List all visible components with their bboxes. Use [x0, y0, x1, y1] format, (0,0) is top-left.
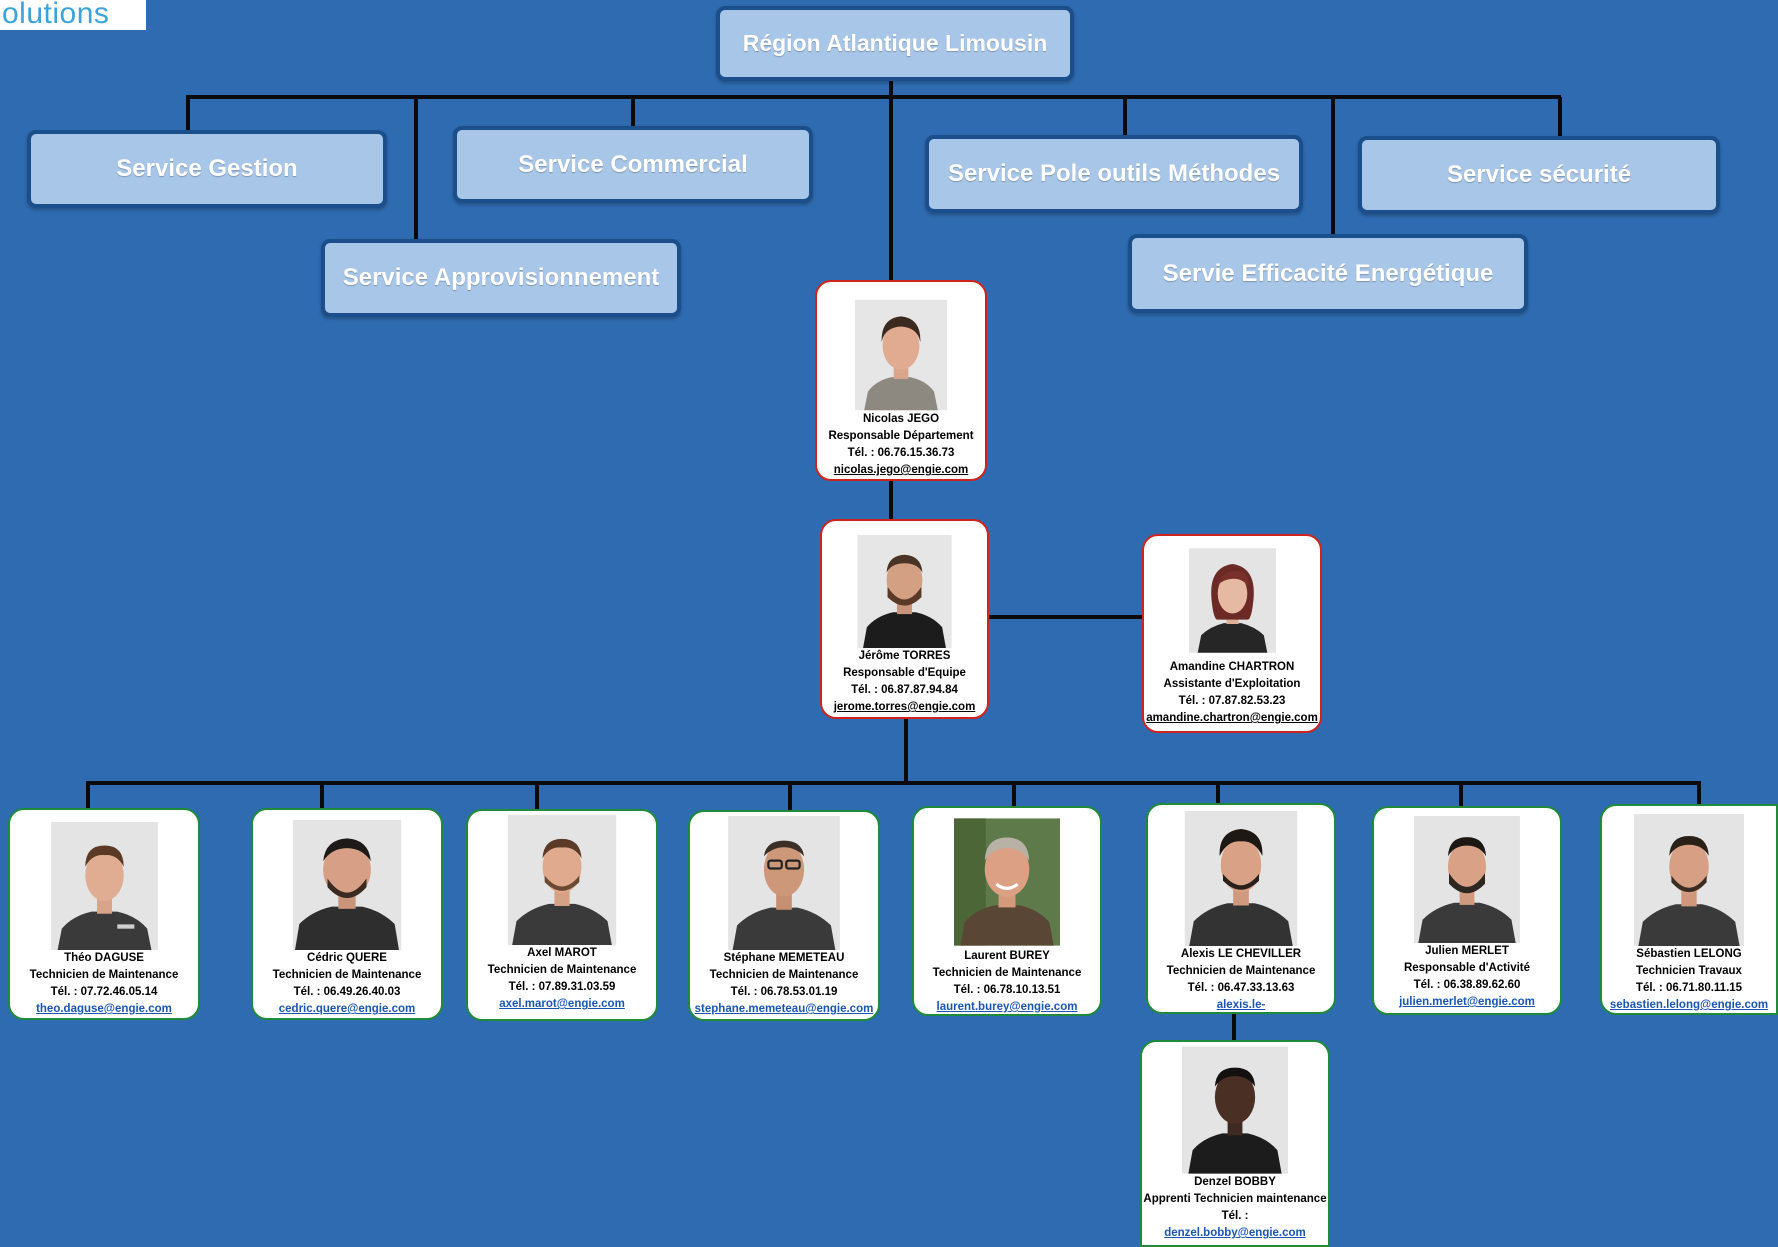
person-name: Amandine CHARTRON	[1169, 661, 1295, 673]
person-card-burey: Laurent BUREY Technicien de Maintenance …	[912, 806, 1102, 1016]
service-commercial-box: Service Commercial	[453, 126, 813, 203]
service-efficacite-box: Servie Efficacité Energétique	[1128, 234, 1528, 313]
portrait-photo	[507, 815, 617, 945]
person-email-link[interactable]: denzel.bobby@engie.com	[1164, 1227, 1306, 1239]
person-name: Axel MAROT	[527, 947, 597, 959]
service-pole-label: Service Pole outils Méthodes	[947, 160, 1281, 187]
person-phone: Tél. : 06.78.10.13.51	[953, 984, 1061, 996]
person-email-link[interactable]: julien.merlet@engie.com	[1399, 996, 1535, 1008]
person-email-link[interactable]: nicolas.jego@engie.com	[833, 464, 969, 476]
person-phone: Tél. :	[1221, 1210, 1249, 1222]
portrait-photo	[292, 820, 402, 950]
person-name: Théo DAGUSE	[64, 952, 144, 964]
region-box: Région Atlantique Limousin	[716, 6, 1074, 81]
person-card-chartron: Amandine CHARTRON Assistante d'Exploitat…	[1142, 534, 1322, 733]
person-card-memeteau: Stéphane MEMETEAU Technicien de Maintena…	[688, 810, 880, 1021]
person-phone: Tél. : 06.76.15.36.73	[847, 447, 955, 459]
person-phone: Tél. : 06.38.89.62.60	[1413, 979, 1521, 991]
person-email-link[interactable]: sebastien.lelong@engie.com	[1609, 999, 1769, 1011]
person-card-lelong: Sébastien LELONG Technicien Travaux Tél.…	[1600, 804, 1778, 1015]
service-efficacite-label: Servie Efficacité Energétique	[1162, 259, 1494, 287]
person-role: Responsable Département	[828, 430, 974, 442]
person-phone: Tél. : 07.72.46.05.14	[50, 986, 158, 998]
region-title: Région Atlantique Limousin	[742, 30, 1048, 56]
portrait-photo	[728, 816, 840, 950]
portrait-photo	[1414, 816, 1520, 943]
person-card-daguse: Théo DAGUSE Technicien de Maintenance Té…	[8, 808, 200, 1020]
portrait-photo	[855, 299, 947, 411]
service-securite-label: Service sécurité	[1446, 161, 1632, 188]
person-role: Apprenti Technicien maintenance	[1143, 1193, 1327, 1205]
person-card-merlet: Julien MERLET Responsable d'Activité Tél…	[1372, 806, 1562, 1015]
person-role: Technicien Travaux	[1636, 965, 1742, 977]
portrait-photo	[1188, 548, 1276, 653]
person-name: Nicolas JEGO	[862, 413, 940, 425]
portrait-photo	[857, 535, 952, 648]
service-approvisionnement-label: Service Approvisionnement	[342, 264, 660, 291]
person-name: Sébastien LELONG	[1636, 948, 1742, 960]
service-gestion-label: Service Gestion	[116, 155, 298, 182]
person-phone: Tél. : 06.49.26.40.03	[293, 986, 401, 998]
person-email-link[interactable]: stephane.memeteau@engie.com	[694, 1003, 874, 1015]
person-email-link[interactable]: theo.daguse@engie.com	[36, 1003, 172, 1015]
person-name: Jérôme TORRES	[858, 650, 951, 662]
logo-text: olutions	[2, 0, 110, 30]
person-role: Technicien de Maintenance	[932, 967, 1082, 979]
person-email-link[interactable]: axel.marot@engie.com	[499, 998, 625, 1010]
person-name: Laurent BUREY	[964, 950, 1050, 962]
person-card-quere: Cédric QUERE Technicien de Maintenance T…	[251, 808, 443, 1020]
person-role: Technicien de Maintenance	[487, 964, 637, 976]
person-name: Alexis LE CHEVILLER	[1180, 948, 1302, 960]
person-name: Denzel BOBBY	[1194, 1176, 1276, 1188]
person-email-link[interactable]: laurent.burey@engie.com	[936, 1001, 1078, 1013]
portrait-photo	[954, 818, 1060, 946]
person-name: Cédric QUERE	[307, 952, 387, 964]
service-commercial-label: Service Commercial	[518, 150, 748, 178]
portrait-photo	[1182, 1046, 1288, 1174]
person-email-link[interactable]: cedric.quere@engie.com	[278, 1003, 416, 1015]
person-name: Stéphane MEMETEAU	[723, 952, 845, 964]
person-phone: Tél. : 06.47.33.13.63	[1187, 982, 1295, 994]
person-role: Technicien de Maintenance	[29, 969, 179, 981]
service-approvisionnement-box: Service Approvisionnement	[321, 239, 681, 317]
person-role: Responsable d'Equipe	[843, 667, 966, 679]
person-role: Technicien de Maintenance	[709, 969, 859, 981]
person-card-cheviller: Alexis LE CHEVILLER Technicien de Mainte…	[1146, 803, 1336, 1014]
person-phone: Tél. : 07.89.31.03.59	[508, 981, 616, 993]
person-email-link[interactable]: amandine.chartron@engie.com	[1146, 712, 1318, 724]
person-card-bobby: Denzel BOBBY Apprenti Technicien mainten…	[1140, 1040, 1330, 1247]
person-email-link[interactable]: alexis.le-	[1216, 999, 1266, 1011]
person-role: Responsable d'Activité	[1403, 962, 1531, 974]
company-logo: olutions	[0, 0, 146, 30]
person-role: Technicien de Maintenance	[272, 969, 422, 981]
service-securite-box: Service sécurité	[1358, 136, 1720, 214]
service-pole-box: Service Pole outils Méthodes	[925, 135, 1303, 213]
person-phone: Tél. : 06.78.53.01.19	[730, 986, 838, 998]
person-phone: Tél. : 06.71.80.11.15	[1635, 982, 1743, 994]
person-email-link[interactable]: jerome.torres@engie.com	[833, 701, 976, 713]
person-name: Julien MERLET	[1425, 945, 1509, 957]
portrait-photo	[50, 822, 158, 950]
portrait-photo	[1634, 814, 1744, 946]
person-role: Assistante d'Exploitation	[1163, 678, 1301, 690]
person-card-jego: Nicolas JEGO Responsable Département Tél…	[815, 280, 987, 481]
person-card-torres: Jérôme TORRES Responsable d'Equipe Tél. …	[820, 519, 989, 719]
person-phone: Tél. : 06.87.87.94.84	[851, 684, 958, 696]
person-phone: Tél. : 07.87.82.53.23	[1178, 695, 1286, 707]
portrait-photo	[1184, 811, 1298, 946]
person-card-marot: Axel MAROT Technicien de Maintenance Tél…	[466, 809, 658, 1021]
person-role: Technicien de Maintenance	[1166, 965, 1316, 977]
service-gestion-box: Service Gestion	[27, 130, 387, 208]
